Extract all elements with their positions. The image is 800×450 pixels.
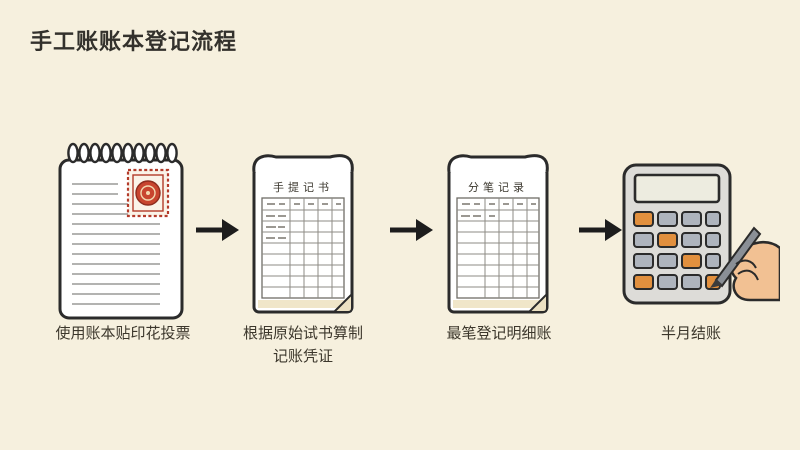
ledger-title: 手提记书	[273, 180, 333, 194]
table-grid	[457, 198, 539, 298]
step-caption-2: 根据原始试书算制记账凭证	[242, 325, 363, 366]
ledger-title: 分笔记录	[468, 180, 528, 194]
calculator-illustration	[620, 160, 782, 315]
voucher-ledger-illustration: 手提记书	[242, 150, 364, 323]
paper-curl-icon	[447, 154, 549, 173]
hand-with-pen-icon	[710, 226, 782, 302]
folded-corner-icon	[331, 291, 353, 313]
ledger-icon: 手提记书	[252, 154, 354, 314]
paper-curl-icon	[252, 154, 354, 173]
step-caption-1: 使用账本贴印花投票	[55, 325, 191, 342]
ruled-lines	[72, 183, 160, 305]
flow-arrow-1	[194, 215, 240, 250]
folded-corner-icon	[526, 291, 548, 313]
step-caption-4: 半月结账	[660, 325, 721, 342]
calculator-icon	[622, 163, 782, 305]
arrow-right-icon	[196, 219, 239, 241]
flow-arrow-3	[577, 215, 623, 250]
spiral-notebook-icon	[58, 142, 184, 320]
handwriting-marks	[461, 203, 536, 217]
handwriting-marks	[266, 203, 341, 239]
revenue-stamp-icon	[126, 168, 170, 218]
calculator-display	[633, 173, 721, 204]
spiral-binding-icon	[67, 142, 178, 164]
ledger-icon: 分笔记录	[447, 154, 549, 314]
step-caption-3: 最笔登记明细账	[446, 325, 552, 342]
table-grid	[262, 198, 344, 298]
flow-arrow-2	[388, 215, 434, 250]
arrow-right-icon	[579, 219, 622, 241]
detail-ledger-illustration: 分笔记录	[437, 150, 559, 323]
stamp-notebook-illustration	[52, 138, 190, 329]
arrow-right-icon	[390, 219, 433, 241]
page-title: 手工账账本登记流程	[30, 29, 238, 54]
